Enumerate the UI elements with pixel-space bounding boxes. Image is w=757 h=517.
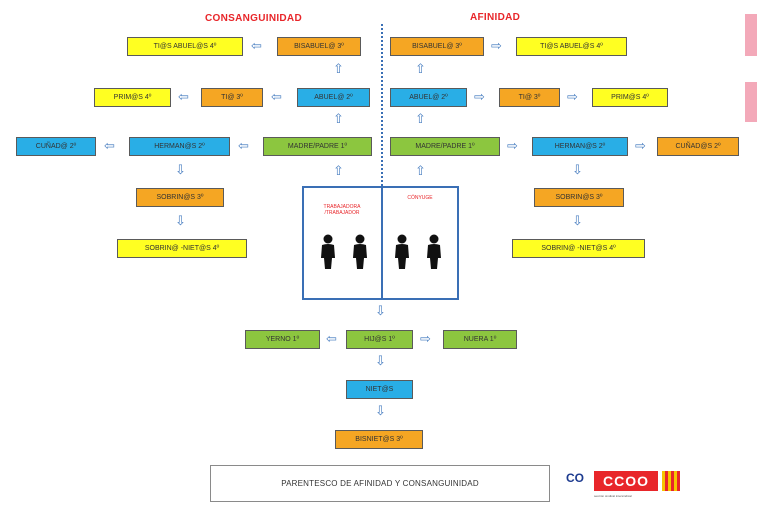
left-abuelo-box: ABUEL@ 2º — [297, 88, 370, 107]
flag-stripes-icon — [662, 471, 680, 491]
diagram-caption: PARENTESCO DE AFINIDAD Y CONSANGUINIDAD — [210, 465, 550, 502]
right-sobrinos-box: SOBRIN@S 3º — [534, 188, 624, 207]
center-divider — [381, 24, 383, 186]
arrow-right-icon: ⇨ — [635, 138, 646, 153]
arrow-right-icon: ⇨ — [491, 38, 502, 53]
couple-divider — [381, 188, 383, 298]
bisnietos-box: BISNIET@S 3º — [335, 430, 423, 449]
right-bisabuelo-box: BISABUEL@ 3º — [390, 37, 484, 56]
left-sobrino-nietos-box: SOBRIN@ -NIET@S 4º — [117, 239, 247, 258]
nuera-box: NUERA 1º — [443, 330, 517, 349]
header-afinidad: AFINIDAD — [470, 12, 521, 23]
arrow-left-icon: ⇦ — [251, 38, 262, 53]
left-sobrinos-box: SOBRIN@S 3º — [136, 188, 224, 207]
hijos-box: HIJ@S 1º — [346, 330, 413, 349]
right-cunados-box: CUÑAD@S 2º — [657, 137, 739, 156]
person-icon — [321, 234, 335, 269]
left-madre-padre-box: MADRE/PADRE 1º — [263, 137, 372, 156]
small-logo-mark: CO — [566, 471, 584, 485]
arrow-down-icon: ⇩ — [572, 162, 583, 177]
nietos-box: NIET@S — [346, 380, 413, 399]
arrow-down-icon: ⇩ — [375, 353, 386, 368]
header-consanguinidad: CONSANGUINIDAD — [205, 13, 302, 24]
left-bisabuelo-box: BISABUEL@ 3º — [277, 37, 361, 56]
left-cunado-box: CUÑAD@ 2º — [16, 137, 96, 156]
arrow-left-icon: ⇦ — [326, 331, 337, 346]
arrow-left-icon: ⇦ — [238, 138, 249, 153]
right-sobrino-nietos-box: SOBRIN@ -NIET@S 4º — [512, 239, 645, 258]
arrow-down-icon: ⇩ — [375, 303, 386, 318]
arrow-up-icon: ⇧ — [333, 61, 344, 76]
person-icon — [427, 234, 441, 269]
couple-frame: TRABAJADORA /TRABAJADOR CÓNYUGE — [302, 186, 459, 300]
arrow-up-icon: ⇧ — [415, 61, 426, 76]
arrow-up-icon: ⇧ — [333, 111, 344, 126]
right-abuelo-box: ABUEL@ 2º — [390, 88, 467, 107]
arrow-down-icon: ⇩ — [175, 162, 186, 177]
spouse-label: CÓNYUGE — [407, 195, 433, 201]
arrow-down-icon: ⇩ — [175, 213, 186, 228]
decorative-pink-shape-top — [745, 14, 757, 56]
ccoo-logo-mark: CCOO — [594, 471, 658, 491]
right-hermanos-box: HERMAN@S 2º — [532, 137, 628, 156]
arrow-left-icon: ⇦ — [104, 138, 115, 153]
right-madre-padre-box: MADRE/PADRE 1º — [390, 137, 500, 156]
right-tios-abuelos-box: TI@S ABUEL@S 4º — [516, 37, 627, 56]
left-tio-box: TI@ 3º — [201, 88, 263, 107]
arrow-down-icon: ⇩ — [375, 403, 386, 418]
ccoo-logo: CO CCOO sección sindical intersindical — [566, 468, 684, 504]
logo-tagline: sección sindical intersindical — [594, 494, 632, 498]
arrow-right-icon: ⇨ — [420, 331, 431, 346]
arrow-right-icon: ⇨ — [567, 89, 578, 104]
left-tios-abuelos-box: TI@S ABUEL@S 4º — [127, 37, 243, 56]
right-tio-box: TI@ 3º — [499, 88, 560, 107]
right-primos-box: PRIM@S 4º — [592, 88, 668, 107]
arrow-up-icon: ⇧ — [333, 163, 344, 178]
arrow-left-icon: ⇦ — [271, 89, 282, 104]
left-primos-box: PRIM@S 4º — [94, 88, 171, 107]
worker-label: TRABAJADORA /TRABAJADOR — [323, 204, 361, 216]
arrow-up-icon: ⇧ — [415, 111, 426, 126]
arrow-up-icon: ⇧ — [415, 163, 426, 178]
arrow-right-icon: ⇨ — [507, 138, 518, 153]
left-hermanos-box: HERMAN@S 2º — [129, 137, 230, 156]
person-icon — [395, 234, 409, 269]
arrow-right-icon: ⇨ — [474, 89, 485, 104]
yerno-box: YERNO 1º — [245, 330, 320, 349]
arrow-left-icon: ⇦ — [178, 89, 189, 104]
decorative-pink-shape-bottom — [745, 82, 757, 122]
person-icon — [353, 234, 367, 269]
arrow-down-icon: ⇩ — [572, 213, 583, 228]
